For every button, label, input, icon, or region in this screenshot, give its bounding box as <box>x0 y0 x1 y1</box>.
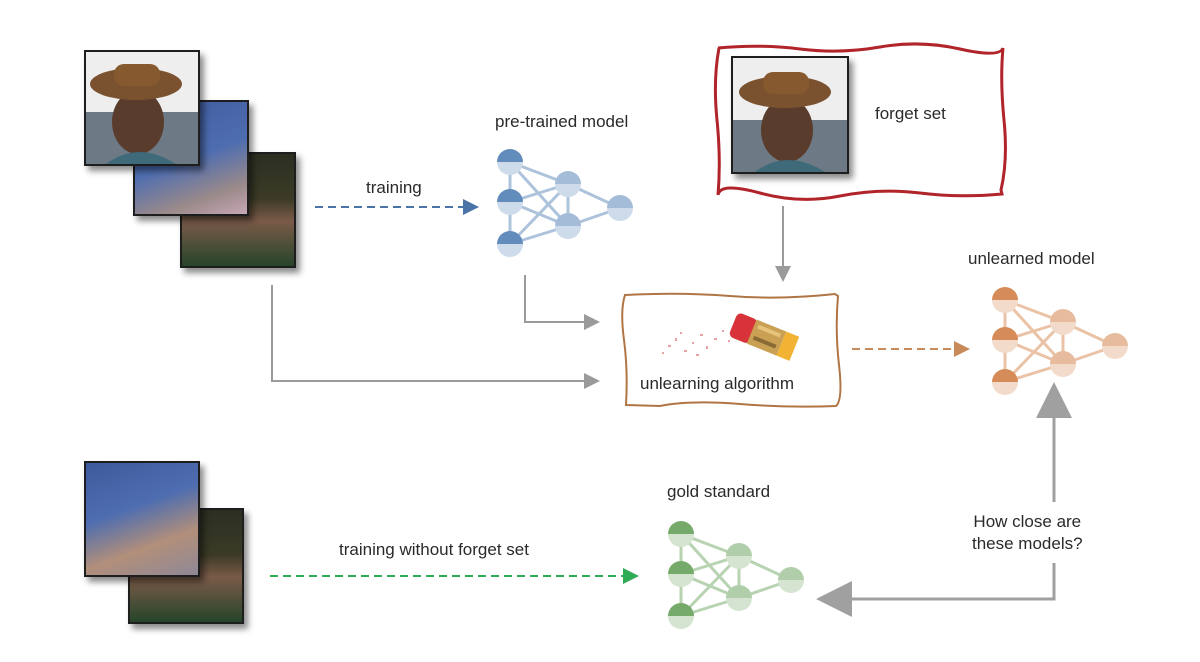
unlearning-algorithm-label: unlearning algorithm <box>640 374 795 393</box>
pretrained-model-label: pre-trained model <box>495 112 629 131</box>
network-neuron <box>668 561 694 587</box>
face-portrait-icon <box>733 72 847 172</box>
network-neuron <box>992 287 1018 313</box>
comparison-to-gold-arrow <box>816 563 1056 617</box>
unlearning-algorithm-frame <box>621 292 842 408</box>
forget-set-photo <box>731 56 849 174</box>
network-neuron <box>555 213 581 239</box>
training-label: training <box>366 178 422 197</box>
data-to-unlearning-arrow <box>271 285 600 389</box>
face-photo-1 <box>84 50 200 166</box>
forget-set-frame <box>713 42 1007 201</box>
network-neuron <box>1050 309 1076 335</box>
face-photo-retain-1 <box>84 461 200 577</box>
network-neuron <box>1050 351 1076 377</box>
network-neuron <box>497 189 523 215</box>
training-without-forget-set-label: training without forget set <box>339 540 529 559</box>
comparison-question: How close are these models? <box>972 511 1083 555</box>
network-neuron <box>726 543 752 569</box>
network-neuron <box>497 231 523 257</box>
network-neuron <box>726 585 752 611</box>
network-neuron <box>607 195 633 221</box>
network-edge <box>1003 320 1065 384</box>
network-neuron <box>992 369 1018 395</box>
gold-standard-network-icon <box>668 521 804 629</box>
network-edge <box>679 554 741 618</box>
unlearned-model-network-icon <box>992 287 1128 395</box>
pretrained-model-network-icon <box>497 149 633 257</box>
network-neuron <box>555 171 581 197</box>
network-neuron <box>497 149 523 175</box>
pretrained-to-unlearning-arrow <box>524 275 600 330</box>
network-neuron <box>992 327 1018 353</box>
network-neuron <box>1102 333 1128 359</box>
comparison-question-line2: these models? <box>972 534 1083 553</box>
comparison-question-line1: How close are <box>973 512 1082 531</box>
network-neuron <box>668 521 694 547</box>
forget-set-label: forget set <box>875 104 946 123</box>
unlearned-model-label: unlearned model <box>968 249 1095 268</box>
network-edge <box>508 182 570 246</box>
face-portrait-icon <box>86 64 198 164</box>
network-neuron <box>668 603 694 629</box>
gold-standard-label: gold standard <box>667 482 771 501</box>
network-neuron <box>778 567 804 593</box>
